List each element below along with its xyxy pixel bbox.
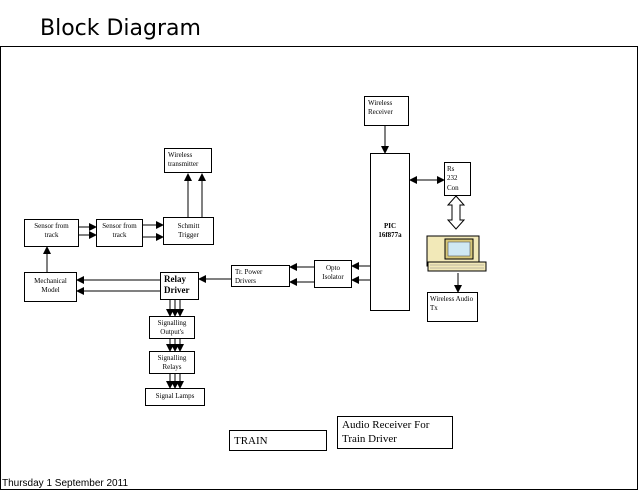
slide-title: Block Diagram xyxy=(40,16,201,41)
sensor-from-track-block-2: Sensor from track xyxy=(96,219,143,247)
sensor-from-track-block-1: Sensor from track xyxy=(24,219,79,247)
slide-footer-date: Thursday 1 September 2011 xyxy=(2,478,129,489)
train-block: TRAIN xyxy=(229,430,327,451)
pic-block: PIC 16f877a xyxy=(370,153,410,311)
signal-lamps-block: Signal Lamps xyxy=(145,388,205,406)
signalling-outputs-block: Signalling Output's xyxy=(149,316,195,339)
wireless-audio-tx-block: Wireless Audio Tx xyxy=(427,292,478,322)
computer-icon xyxy=(426,235,487,272)
relay-driver-block: Relay Driver xyxy=(160,272,199,300)
signalling-relays-block: Signalling Relays xyxy=(149,351,195,374)
mechanical-model-block: Mechanical Model xyxy=(24,272,77,302)
wireless-receiver-block: Wireless Receiver xyxy=(364,96,409,126)
opto-isolator-block: Opto Isolator xyxy=(314,260,352,288)
tr-power-drivers-block: Tr. Power Drivers xyxy=(231,265,290,287)
arrow-rs232-computer xyxy=(446,195,466,230)
rs232-block: Rs 232 Con xyxy=(444,162,471,196)
schmitt-trigger-block: Schmitt Trigger xyxy=(163,217,214,245)
wireless-transmitter-block: Wireless transmitter xyxy=(164,148,212,173)
audio-receiver-block: Audio Receiver For Train Driver xyxy=(337,416,453,449)
